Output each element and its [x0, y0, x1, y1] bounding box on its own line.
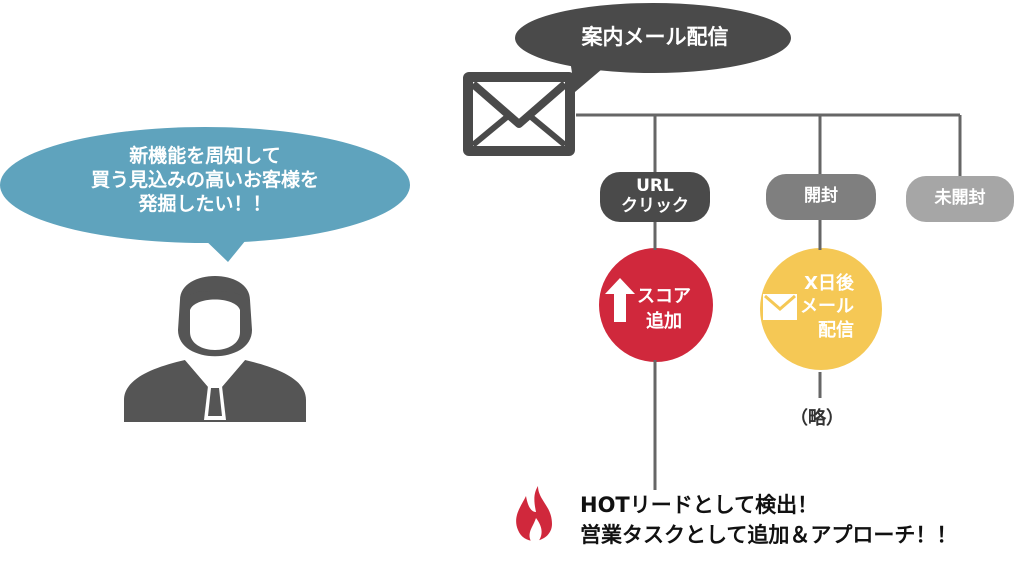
score-add-text: スコア 追加 — [637, 284, 691, 334]
envelope-icon — [463, 72, 575, 156]
top-bubble-label: 案内メール配信 — [581, 25, 729, 49]
followup-mail-text: X日後 メール 配信 — [798, 272, 854, 342]
score-add-line-2: 追加 — [646, 311, 682, 333]
left-speech-bubble — [0, 127, 410, 262]
followup-line-2: メール — [800, 296, 854, 318]
result-text: HOTリードとして検出！ 営業タスクとして追加＆アプローチ！！ — [580, 490, 957, 551]
left-bubble-line-2: 買う見込みの高いお客様を — [90, 168, 319, 191]
followup-line-3: 配信 — [818, 319, 854, 341]
result-line-2: 営業タスクとして追加＆アプローチ！！ — [580, 523, 958, 548]
top-speech-bubble — [515, 3, 791, 92]
branch-unopened-label: 未開封 — [934, 188, 986, 209]
connector-lines — [576, 113, 962, 490]
left-bubble-line-1: 新機能を周知して — [129, 145, 281, 167]
branch-url-click-line-2: クリック — [621, 196, 689, 216]
branch-unopened: 未開封 — [906, 176, 1014, 222]
branch-url-click: URL クリック — [600, 172, 710, 222]
businessman-icon — [124, 276, 306, 422]
omitted-label: （略） — [790, 408, 844, 429]
result-line-1: HOTリードとして検出！ — [580, 493, 819, 517]
small-envelope-icon — [763, 294, 797, 320]
left-bubble-line-3: 発掘したい！！ — [138, 192, 272, 215]
followup-line-1: X日後 — [804, 273, 854, 294]
branch-url-click-line-1: URL — [636, 176, 674, 197]
branch-opened-label: 開封 — [804, 186, 838, 207]
score-add-line-1: スコア — [637, 286, 691, 307]
branch-opened: 開封 — [766, 174, 876, 220]
arrow-up-icon — [605, 278, 635, 322]
left-bubble-text: 新機能を周知して 買う見込みの高いお客様を 発掘したい！！ — [40, 145, 370, 216]
flame-icon — [516, 486, 552, 544]
